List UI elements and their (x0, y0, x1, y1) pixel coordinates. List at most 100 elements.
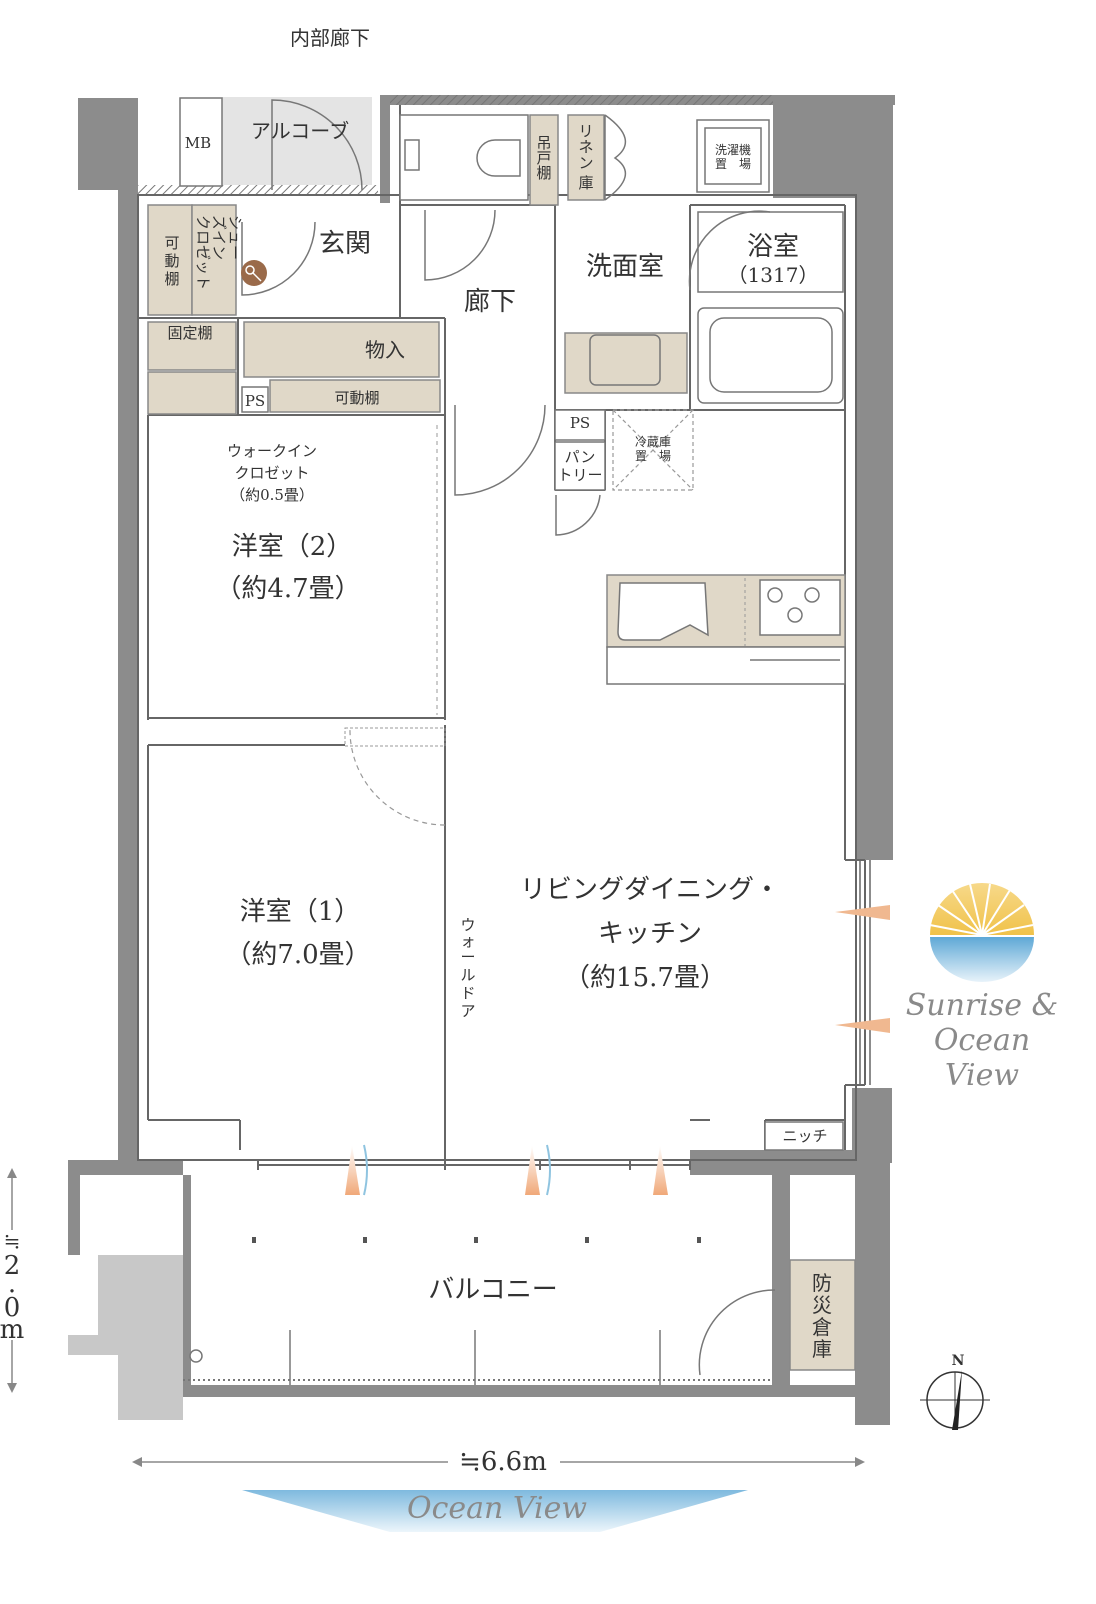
entrance-label: 玄関 (319, 229, 371, 259)
washer-space (696, 119, 770, 193)
movable-shelf-1-c2: 動 (164, 252, 179, 270)
sunlight-arrows (345, 1145, 668, 1195)
washroom-label: 洗面室 (586, 252, 664, 282)
western-2-l2: （約4.7畳） (215, 574, 360, 604)
ps-box-1 (241, 386, 269, 413)
wall-door-c5: ド (460, 984, 475, 1002)
shaft-notch (68, 1255, 98, 1335)
toilet (399, 114, 529, 201)
walkin-closet-l2: クロゼット (234, 464, 309, 482)
balcony-drain (189, 1349, 203, 1363)
hall-label: 廊下 (464, 287, 516, 317)
shoe-closet-l1: シュー (226, 215, 244, 260)
kitchen-counter (606, 579, 846, 685)
door-swings (241, 99, 776, 1376)
bathroom-l1: 浴室 (747, 232, 799, 262)
walkin-closet-l3: （約0.5畳） (230, 486, 314, 504)
western-1-l2: （約7.0畳） (225, 940, 370, 970)
ocean-view-banner (242, 1490, 748, 1532)
movable-shelf-1-c3: 棚 (164, 270, 179, 288)
shoe-closet-l3: クロゼット (194, 215, 212, 290)
ldk-l3: （約15.7畳） (564, 963, 726, 993)
balcony-sash (257, 1160, 691, 1170)
linen-c2: ネ (578, 138, 593, 156)
bathroom-l2: （1317） (728, 263, 819, 287)
depth-c4: 0 (4, 1293, 21, 1323)
storage-label: 物入 (365, 338, 405, 362)
shoe-closet-l2: ズイン (210, 215, 228, 260)
depth-c5: m (0, 1315, 24, 1345)
washer-l1: 洗濯機 (715, 142, 751, 157)
shaft-notch-2 (68, 1355, 118, 1420)
ps-box-2 (554, 409, 606, 441)
washbasin (589, 334, 661, 386)
breeze-marks (363, 1144, 551, 1196)
depth-c3: . (8, 1269, 16, 1299)
disaster-storage-c2: 災 (812, 1293, 832, 1317)
niche-box (764, 1121, 844, 1151)
disaster-storage-c1: 防 (812, 1271, 832, 1295)
washer-l2: 置 場 (715, 157, 751, 171)
wall-door-c3: ー (460, 948, 475, 966)
wall-door-c1: ウ (460, 916, 475, 934)
movable-shelf-2-label: 可動棚 (334, 389, 379, 407)
western-2-l1: 洋室（2） (232, 532, 353, 562)
mb-box (179, 97, 223, 187)
ps-2-label: PS (570, 414, 590, 432)
hanging-shelf-c1: 吊 (536, 134, 551, 152)
walkin-closet-l1: ウォークイン (227, 442, 317, 460)
niche-label: ニッチ (782, 1127, 827, 1145)
width-dimension-label: ≒6.6m (459, 1447, 547, 1477)
labels: 内部廊下 MB アルコーブ 玄関 可 動 棚 シュー ズイン クロゼット 固定棚… (164, 26, 832, 1361)
fridge-l1: 冷蔵庫 (635, 435, 671, 449)
balcony-posts (252, 1237, 701, 1243)
depth-c2: 2 (4, 1251, 21, 1281)
balcony-label: バルコニー (428, 1275, 557, 1305)
depth-c1: ≒ (4, 1229, 21, 1253)
hanging-shelf-c3: 棚 (536, 164, 551, 182)
corridor-label: 内部廊下 (290, 26, 370, 50)
wall-door-c6: ア (460, 1002, 475, 1020)
linen-c4: 庫 (578, 174, 593, 192)
room1-closet-dash (344, 727, 446, 747)
brand-line-3: View (945, 1058, 1019, 1093)
compass-north-label: N (952, 1353, 965, 1369)
disaster-storage-c3: 倉 (812, 1315, 832, 1339)
room1-door-swing (349, 727, 446, 826)
brand-line-2: Ocean (934, 1023, 1030, 1058)
sunrise-logo-icon (929, 883, 1034, 982)
alcove-label: アルコーブ (251, 119, 349, 143)
width-dimension (132, 1457, 865, 1467)
fixed-shelf-label: 固定棚 (167, 324, 212, 342)
ocean-view-label: Ocean View (407, 1491, 587, 1526)
bathtub (697, 307, 844, 404)
ldk-window (859, 860, 871, 1085)
outer-walls (68, 95, 895, 1425)
disaster-storage-c4: 庫 (812, 1337, 832, 1361)
hatched-wall-top (390, 95, 773, 105)
pantry-l1: パン (565, 448, 596, 466)
balcony-dividers (289, 1330, 661, 1385)
depth-dimension (7, 1168, 17, 1393)
fridge-l2: 置 場 (635, 449, 671, 463)
ps-1-label: PS (245, 392, 265, 410)
fridge-space (612, 409, 694, 491)
ldk-l1: リビングダイニング・ (520, 875, 780, 905)
depth-dimension-label: ≒ 2 . 0 m (0, 1229, 24, 1345)
hanging-shelf-c2: 戸 (536, 149, 551, 167)
linen-c3: ン (578, 154, 593, 172)
brand-line-1: Sunrise & (906, 988, 1059, 1023)
sunlight-arrows-side (835, 905, 890, 1033)
compass-icon: N (920, 1353, 990, 1430)
linen-c1: リ (578, 122, 593, 140)
mb-label: MB (185, 134, 211, 152)
western-1-l1: 洋室（1） (240, 897, 361, 927)
ldk-l2: キッチン (598, 919, 702, 949)
hatched-wall-entry (138, 185, 378, 195)
shower-area (697, 211, 844, 293)
pantry-box (554, 441, 606, 491)
key-icon (241, 260, 267, 286)
wall-door-c4: ル (460, 966, 475, 984)
wall-door-c2: ォ (460, 932, 475, 950)
